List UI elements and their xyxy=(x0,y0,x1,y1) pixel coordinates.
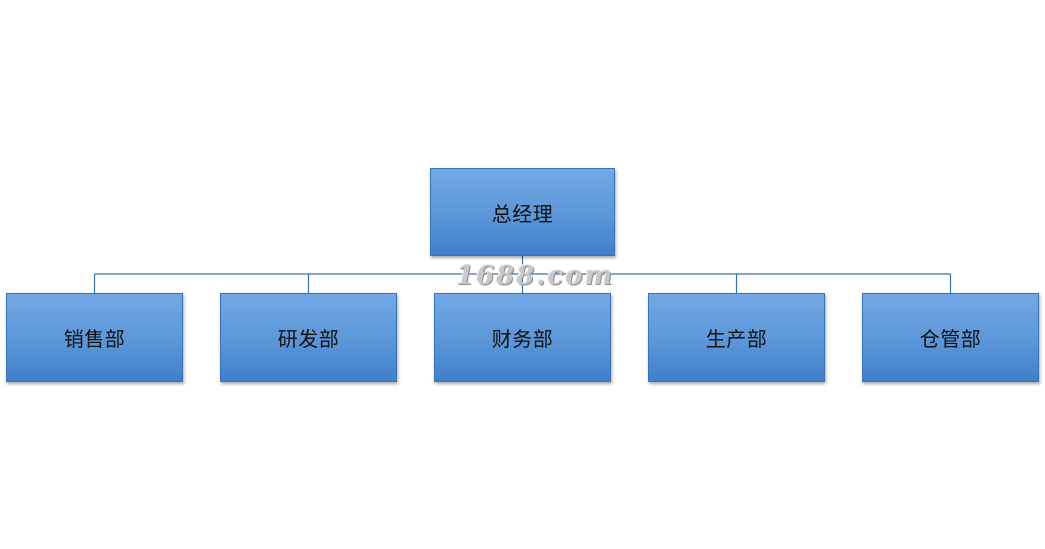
node-label: 研发部 xyxy=(277,327,340,351)
watermark-text: 1688.com xyxy=(456,261,615,291)
node-warehouse-department[interactable]: 仓管部 xyxy=(862,293,1039,382)
node-general-manager[interactable]: 总经理 xyxy=(430,168,615,256)
node-label: 销售部 xyxy=(63,327,126,351)
node-finance-department[interactable]: 财务部 xyxy=(434,293,611,382)
node-sales-department[interactable]: 销售部 xyxy=(6,293,183,382)
node-label: 生产部 xyxy=(705,327,768,351)
node-production-department[interactable]: 生产部 xyxy=(648,293,825,382)
node-rnd-department[interactable]: 研发部 xyxy=(220,293,397,382)
node-label: 财务部 xyxy=(491,327,554,351)
node-label: 仓管部 xyxy=(919,327,982,351)
node-label: 总经理 xyxy=(491,201,554,226)
